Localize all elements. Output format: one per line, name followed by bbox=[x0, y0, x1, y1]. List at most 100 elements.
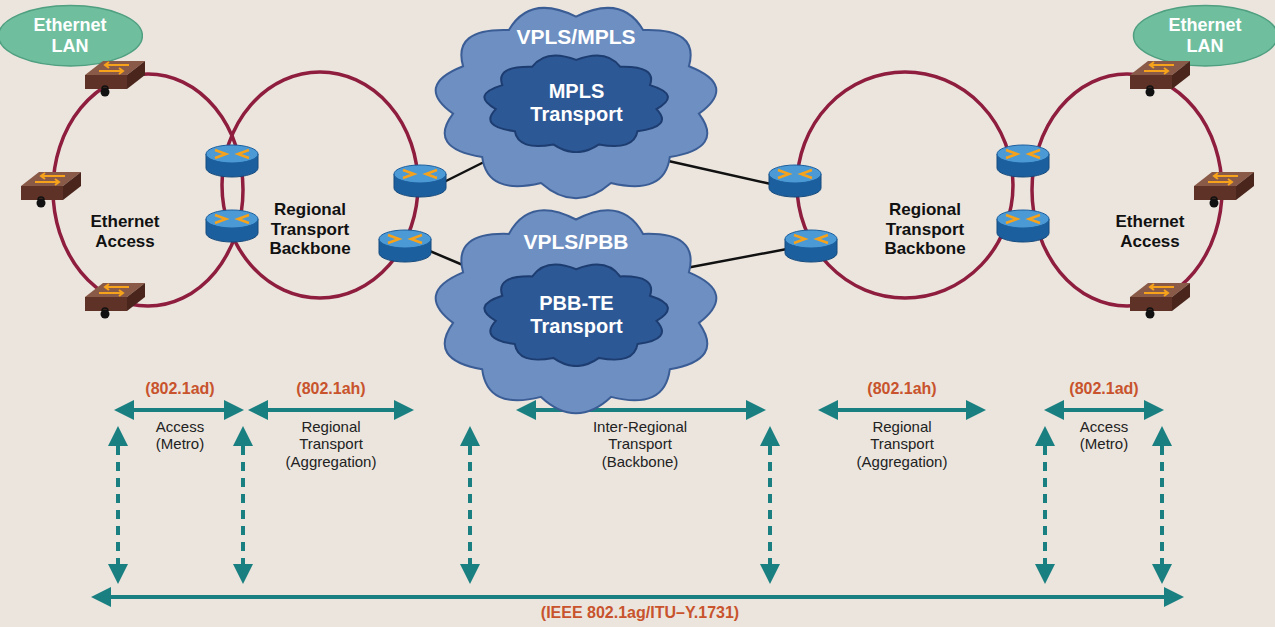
cloud-label: VPLS/MPLS bbox=[476, 25, 676, 49]
label-holder: Access (Metro) bbox=[1069, 418, 1139, 453]
router-arrows bbox=[215, 150, 249, 158]
segment-label: Access (Metro) bbox=[1069, 418, 1139, 453]
router-top bbox=[394, 165, 446, 183]
switch-symbol bbox=[1130, 61, 1190, 97]
switch-front bbox=[1130, 297, 1172, 311]
network-cloud: PBB-TE Transport bbox=[482, 262, 670, 367]
switch-front bbox=[21, 186, 63, 200]
network-cloud: MPLS Transport bbox=[482, 53, 670, 153]
text-holder: MPLS Transport bbox=[482, 53, 670, 153]
router-arrows bbox=[388, 235, 422, 243]
ring-label: Regional Transport Backbone bbox=[870, 200, 980, 259]
switch-symbol bbox=[85, 61, 145, 97]
router-link bbox=[440, 160, 488, 184]
boundary-arrow bbox=[241, 430, 245, 580]
text-holder: VPLS/PBB bbox=[432, 230, 720, 254]
boundary-arrow bbox=[768, 430, 772, 580]
router-arrows bbox=[794, 235, 828, 243]
segment-label: Regional Transport (Aggregation) bbox=[279, 418, 384, 470]
standard-label: (802.1ad) bbox=[1039, 380, 1169, 398]
router-link bbox=[686, 249, 787, 268]
network-ring: Regional Transport Backbone bbox=[795, 70, 1015, 300]
switch-front bbox=[85, 297, 127, 311]
switch-side bbox=[1236, 172, 1254, 200]
text-holder: Regional Transport Backbone bbox=[255, 200, 365, 259]
ring-outline bbox=[797, 72, 1013, 298]
switch-arrows bbox=[1208, 173, 1238, 185]
cloud-outline bbox=[485, 55, 669, 152]
segment-label: Regional Transport (Aggregation) bbox=[850, 418, 955, 470]
segment-label: Access (Metro) bbox=[145, 418, 215, 453]
label-holder: (802.1ad) bbox=[1039, 380, 1169, 398]
switch-side bbox=[127, 283, 145, 311]
router-top bbox=[769, 165, 821, 183]
text-holder: Regional Transport Backbone bbox=[870, 200, 980, 259]
cloud-outline bbox=[436, 8, 717, 198]
cloud-label: PBB-TE Transport bbox=[521, 292, 631, 338]
switch-arrows bbox=[99, 62, 129, 74]
span-arrow bbox=[95, 595, 1180, 599]
lan-label: Ethernet LAN bbox=[20, 15, 120, 56]
router-symbol bbox=[206, 210, 258, 242]
label-holder: (802.1ah) bbox=[266, 380, 396, 398]
router-symbol bbox=[379, 230, 431, 262]
switch-arrows bbox=[1144, 62, 1174, 74]
standard-label: (802.1ah) bbox=[837, 380, 967, 398]
lock-body bbox=[101, 88, 110, 97]
lan-oval: Ethernet LAN bbox=[0, 4, 143, 67]
network-cloud: VPLS/MPLS MPLS Transport bbox=[432, 3, 720, 200]
label-holder: Regional Transport (Aggregation) bbox=[279, 418, 384, 470]
router-arrows bbox=[403, 170, 437, 178]
lock-body bbox=[1146, 310, 1155, 319]
cloud-outline bbox=[485, 265, 669, 366]
router-symbol bbox=[206, 145, 258, 177]
router-symbol bbox=[769, 165, 821, 197]
router-top bbox=[997, 210, 1049, 228]
label-holder: Access (Metro) bbox=[145, 418, 215, 453]
standard-label: (802.1ah) bbox=[266, 380, 396, 398]
network-ring: Ethernet Access bbox=[51, 72, 245, 308]
router-arrows bbox=[778, 170, 812, 178]
router-arrows bbox=[1006, 150, 1040, 158]
switch-front bbox=[1130, 75, 1172, 89]
boundary-arrow bbox=[468, 430, 472, 580]
switch-side bbox=[1172, 61, 1190, 89]
lock-body bbox=[1210, 199, 1219, 208]
standard-label: (IEEE 802.1ag/ITU–Y.1731) bbox=[440, 604, 840, 622]
cloud-outline bbox=[436, 210, 717, 413]
text-holder: Ethernet LAN bbox=[1132, 4, 1275, 67]
switch-symbol bbox=[1130, 283, 1190, 319]
text-holder: Ethernet Access bbox=[1105, 212, 1195, 251]
label-holder: (IEEE 802.1ag/ITU–Y.1731) bbox=[440, 604, 840, 622]
network-cloud: VPLS/PBB PBB-TE Transport bbox=[432, 205, 720, 415]
node-outline bbox=[795, 70, 1015, 300]
span-arrow bbox=[252, 408, 410, 412]
standard-label: (802.1ad) bbox=[115, 380, 245, 398]
lock-body bbox=[1146, 88, 1155, 97]
boundary-arrow bbox=[1043, 430, 1047, 580]
router-arrows bbox=[215, 215, 249, 223]
cloud-label: VPLS/PBB bbox=[476, 230, 676, 254]
lock-body bbox=[101, 310, 110, 319]
label-holder: Regional Transport (Aggregation) bbox=[850, 418, 955, 470]
label-holder: Inter-Regional Transport (Backbone) bbox=[580, 418, 700, 470]
lan-oval: Ethernet LAN bbox=[1132, 4, 1275, 67]
ring-outline bbox=[1032, 74, 1222, 306]
segment-label: Inter-Regional Transport (Backbone) bbox=[580, 418, 700, 470]
lock-body bbox=[37, 199, 46, 208]
switch-side bbox=[127, 61, 145, 89]
router-link bbox=[664, 160, 771, 184]
router-top bbox=[997, 145, 1049, 163]
span-arrow bbox=[1048, 408, 1160, 412]
router-top bbox=[785, 230, 837, 248]
switch-symbol bbox=[21, 172, 81, 208]
text-holder: PBB-TE Transport bbox=[482, 262, 670, 367]
switch-front bbox=[85, 75, 127, 89]
router-symbol bbox=[785, 230, 837, 262]
router-arrows bbox=[1006, 215, 1040, 223]
router-symbol bbox=[997, 210, 1049, 242]
ring-label: Ethernet Access bbox=[1105, 212, 1195, 251]
